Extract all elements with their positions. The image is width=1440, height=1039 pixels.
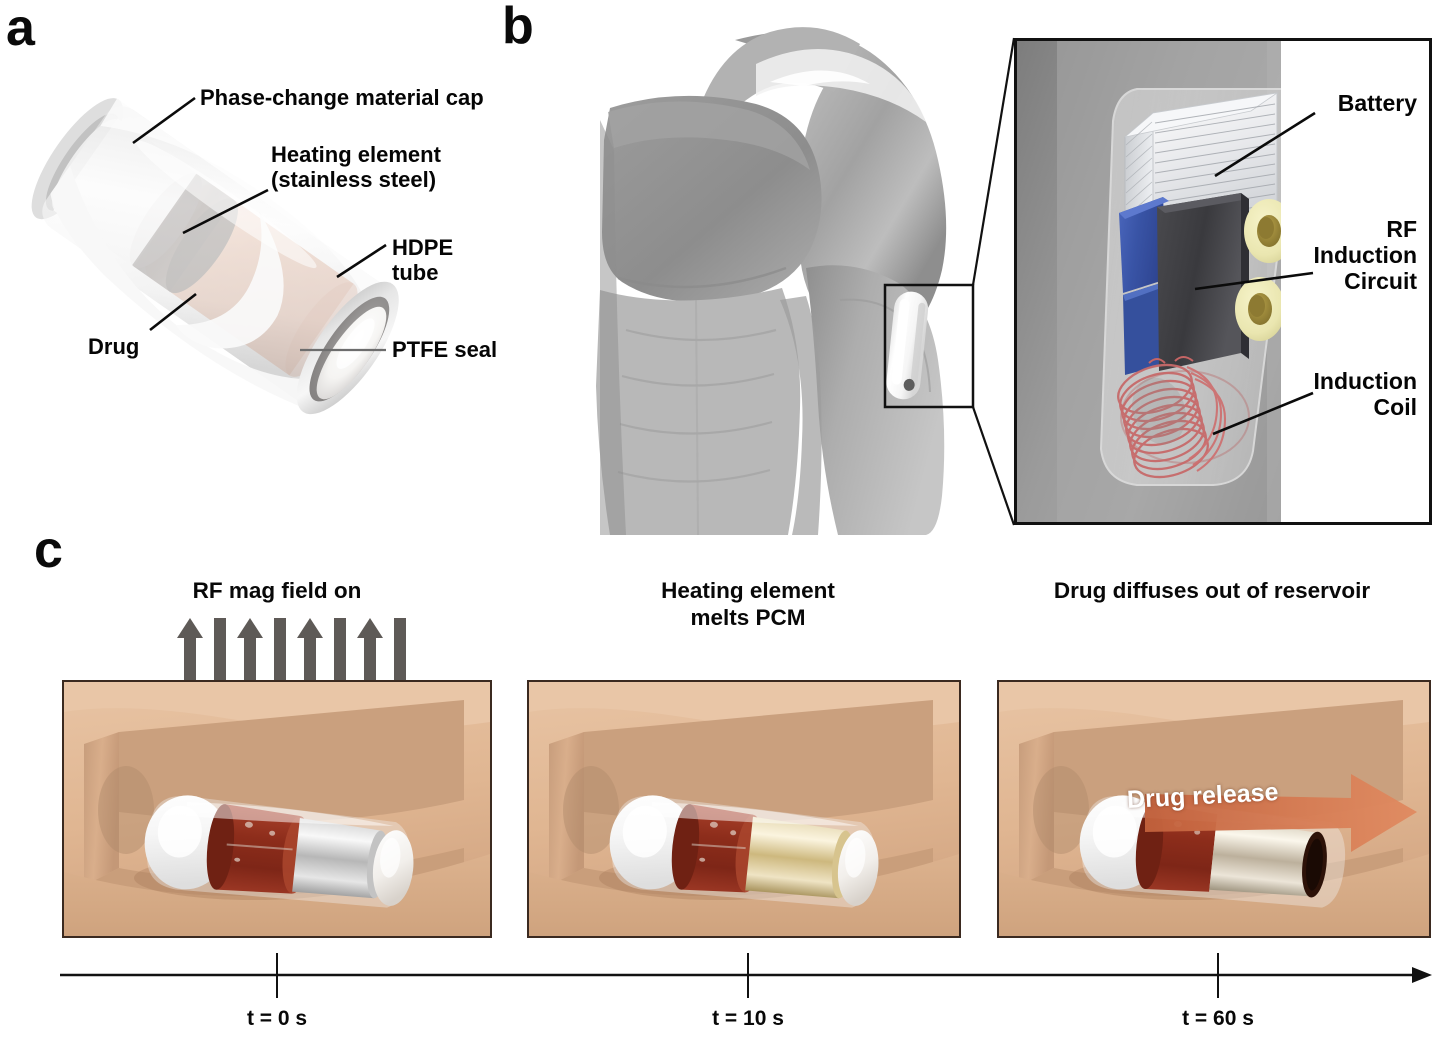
blue-components [1119, 197, 1169, 375]
step-1-scene [62, 680, 492, 938]
circuit-board [1157, 193, 1249, 371]
step-3-scene: Drug release [997, 680, 1431, 938]
induction-coil-component [1117, 356, 1250, 479]
time-label-step-2: t = 10 s [712, 1007, 784, 1030]
time-label-step-1: t = 0 s [246, 1007, 308, 1030]
panel-a: a [0, 0, 500, 470]
label-ptfe-seal: PTFE seal [392, 337, 498, 362]
time-label-step-3: t = 60 s [1182, 1007, 1254, 1030]
step-3-title: Drug diffuses out of reservoir [1053, 578, 1371, 603]
step-2-title: Heating element melts PCM [661, 578, 835, 630]
label-rf-induction-circuit: RF Induction Circuit [1313, 216, 1417, 294]
torso-illustration [596, 27, 947, 536]
panel-c-letter: c [34, 521, 63, 579]
label-heating-element: Heating element (stainless steel) [271, 142, 441, 192]
label-pcm-cap: Phase-change material cap [200, 85, 484, 110]
label-drug: Drug [88, 334, 140, 359]
panel-a-letter: a [6, 0, 35, 57]
inset-illustration [1017, 41, 1429, 522]
step-2-scene [527, 680, 961, 938]
leader-induction-coil [1212, 391, 1314, 436]
leader-rf-circuit [1194, 271, 1314, 291]
panel-b-letter: b [502, 0, 534, 55]
label-hdpe-tube: HDPE tube [392, 235, 454, 285]
panel-c: c RF mag field on [0, 520, 1440, 1039]
label-battery: Battery [1337, 90, 1417, 116]
timeline-axis [60, 953, 1432, 998]
step-1-title: RF mag field on [192, 578, 362, 603]
label-induction-coil: Induction Coil [1313, 368, 1417, 420]
drug-release-arrow [1145, 774, 1417, 852]
leader-battery [1214, 111, 1316, 178]
inset-panel: Battery RF Induction Circuit Induction C… [1014, 38, 1432, 525]
